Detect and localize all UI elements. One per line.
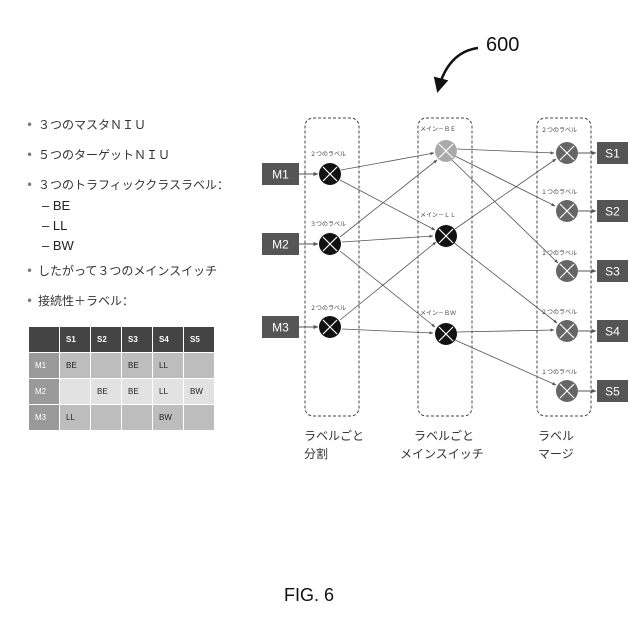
split-node-m2 xyxy=(319,233,341,255)
merge-label-s3: １つのラベル xyxy=(541,250,577,257)
split-label-m2: ３つのラベル xyxy=(310,221,346,228)
target-label-s1: S1 xyxy=(605,147,620,161)
switch-label-be: メイン－ＢＥ xyxy=(420,126,456,133)
switch-node-be xyxy=(435,140,457,162)
switch-node-bw xyxy=(435,323,457,345)
switch-label-bw: メイン－ＢＷ xyxy=(420,310,456,317)
split-link-m1-be xyxy=(341,153,434,170)
split-node-m1 xyxy=(319,163,341,185)
master-label-m1: M1 xyxy=(272,168,289,182)
merge-node-s3 xyxy=(556,260,578,282)
split-label-m1: ２つのラベル xyxy=(310,151,346,158)
merge-label-s1: ２つのラベル xyxy=(541,127,577,134)
master-label-m3: M3 xyxy=(272,321,289,335)
column-label-switch-line1: ラベルごと xyxy=(414,428,474,443)
target-label-s3: S3 xyxy=(605,265,620,279)
column-label-split-line2: 分割 xyxy=(304,446,328,461)
reference-arrow xyxy=(438,48,478,90)
figure-caption: FIG. 6 xyxy=(284,585,334,606)
switch-node-ll xyxy=(435,225,457,247)
master-label-m2: M2 xyxy=(272,238,289,252)
split-column-box xyxy=(305,118,359,416)
target-label-s4: S4 xyxy=(605,325,620,339)
split-link-m1-ll xyxy=(340,180,435,230)
switch-column-box xyxy=(418,118,472,416)
column-label-merge-line1: ラベル xyxy=(538,429,574,443)
column-label-merge-line2: マージ xyxy=(538,447,574,461)
merge-node-s5 xyxy=(556,380,578,402)
merge-link-bw-s5 xyxy=(455,340,556,385)
merge-label-s4: ２つのラベル xyxy=(541,309,577,316)
split-label-m3: ２つのラベル xyxy=(310,305,346,312)
split-link-m2-ll xyxy=(342,236,433,242)
split-link-m2-be xyxy=(340,160,437,237)
split-node-m3 xyxy=(319,316,341,338)
merge-node-s2 xyxy=(556,200,578,222)
column-label-switch-line2: メインスイッチ xyxy=(400,447,484,461)
switch-label-ll: メイン－ＬＬ xyxy=(420,212,456,219)
column-label-split-line1: ラベルごと xyxy=(304,428,364,443)
merge-node-s1 xyxy=(556,142,578,164)
target-label-s5: S5 xyxy=(605,385,620,399)
target-label-s2: S2 xyxy=(605,205,620,219)
merge-link-be-s3 xyxy=(452,160,558,263)
merge-label-s2: １つのラベル xyxy=(541,189,577,196)
merge-node-s4 xyxy=(556,320,578,342)
split-link-m3-bw xyxy=(342,329,433,333)
split-link-m3-ll xyxy=(340,242,436,320)
merge-label-s5: １つのラベル xyxy=(541,369,577,376)
merge-link-be-s2 xyxy=(455,156,555,206)
